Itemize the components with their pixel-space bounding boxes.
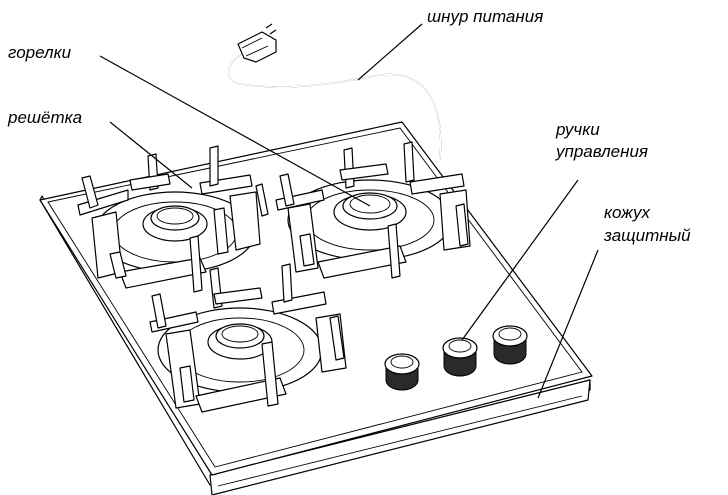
burner-front-left	[157, 307, 323, 393]
knob-2	[442, 337, 478, 377]
label-casing-line1: кожух	[604, 203, 650, 222]
power-cord	[227, 23, 442, 161]
burner-back-left	[94, 191, 256, 273]
grate-back-left	[77, 145, 269, 293]
control-knobs	[384, 325, 528, 391]
leader-lines	[99, 23, 599, 399]
leader-burners	[99, 55, 371, 207]
leader-power-cord	[357, 23, 423, 81]
label-knobs-line2: управления	[555, 142, 648, 161]
grate-back-right	[275, 141, 471, 279]
leader-grate	[109, 121, 193, 189]
grate-front-left	[149, 263, 347, 413]
leader-knobs	[461, 179, 579, 341]
leader-casing	[537, 249, 599, 399]
label-power-cord: шнур питания	[427, 7, 543, 26]
hob-body	[39, 121, 593, 495]
label-grate: решётка	[7, 108, 82, 127]
knob-3	[492, 325, 528, 365]
label-knobs-line1: ручки	[555, 120, 600, 139]
label-casing-line2: защитный	[603, 226, 691, 245]
knob-1	[384, 353, 420, 391]
burner-back-right	[287, 179, 453, 261]
label-burners: горелки	[8, 43, 72, 62]
